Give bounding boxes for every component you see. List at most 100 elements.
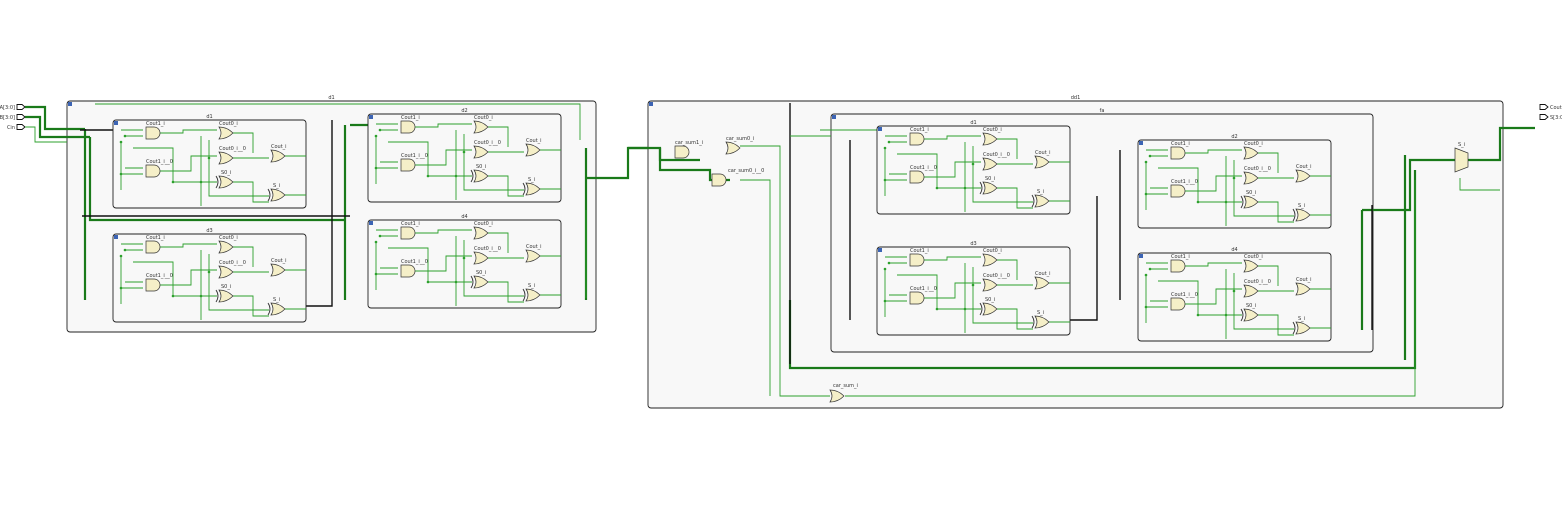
wire (486, 281, 524, 303)
or-gate-icon[interactable] (982, 253, 998, 267)
sub-block-d1-4-gate-label-s0: S0_i (476, 270, 486, 276)
sub-block-d1-1[interactable]: d1Cout1_iCout1_i__0Cout0_iCout0_i__0S0_i… (112, 114, 307, 209)
or-gate-icon[interactable] (1243, 259, 1259, 273)
sub-block-fa-1[interactable]: d1Cout1_iCout1_i__0Cout0_iCout0_i__0S0_i… (876, 120, 1071, 215)
or-gate-icon[interactable] (1034, 155, 1050, 169)
or-gate-icon[interactable] (473, 251, 489, 265)
and-gate-icon[interactable] (1170, 184, 1186, 198)
or-gate-icon[interactable] (218, 240, 234, 254)
or-gate-icon[interactable] (1243, 284, 1259, 298)
sub-block-d1-3-gate-label-cout1: Cout1_i (146, 235, 165, 241)
or-gate-icon[interactable] (218, 126, 234, 140)
xor-gate-icon[interactable] (1295, 208, 1311, 222)
and-gate-icon[interactable] (400, 120, 416, 134)
or-gate-icon[interactable] (525, 143, 541, 157)
xor-gate-icon[interactable] (1243, 308, 1259, 322)
and-gate-icon[interactable] (909, 170, 925, 184)
car-sum-or-gate-icon[interactable] (829, 389, 845, 403)
and-gate-icon[interactable] (145, 278, 161, 292)
or-gate-icon[interactable] (270, 263, 286, 277)
and-gate-icon[interactable] (400, 226, 416, 240)
or-gate-icon[interactable] (473, 226, 489, 240)
or-gate-icon[interactable] (982, 157, 998, 171)
and-gate-icon[interactable] (1170, 259, 1186, 273)
sub-block-fa-2-frame (1137, 139, 1332, 229)
junction-dot (462, 150, 466, 154)
input-port-a[interactable] (16, 104, 26, 110)
xor-gate-icon[interactable] (473, 169, 489, 183)
xor-gate-icon[interactable] (1243, 195, 1259, 209)
sub-block-d1-3[interactable]: d3Cout1_iCout1_i__0Cout0_iCout0_i__0S0_i… (112, 228, 307, 323)
xor-gate-icon[interactable] (1034, 315, 1050, 329)
sub-block-fa-3[interactable]: d3Cout1_iCout1_i__0Cout0_iCout0_i__0S0_i… (876, 241, 1071, 336)
sub-block-fa-3-frame (876, 246, 1071, 336)
wire (159, 243, 217, 248)
and-gate-icon[interactable] (145, 240, 161, 254)
output-mux-icon[interactable] (1454, 147, 1469, 173)
and-gate-icon[interactable] (1170, 146, 1186, 160)
or-gate-icon[interactable] (1243, 171, 1259, 185)
junction-dot (935, 307, 939, 311)
or-gate-icon[interactable] (525, 249, 541, 263)
junction-dot (1144, 273, 1148, 277)
xor-gate-icon[interactable] (270, 188, 286, 202)
xor-gate-icon[interactable] (525, 182, 541, 196)
xor-gate-icon[interactable] (218, 175, 234, 189)
wire (159, 155, 217, 172)
or-gate-icon[interactable] (218, 151, 234, 165)
xor-gate-icon[interactable] (473, 275, 489, 289)
xor-gate-icon[interactable] (982, 302, 998, 316)
xor-gate-icon[interactable] (1295, 321, 1311, 335)
output-port-cout[interactable] (1539, 104, 1549, 110)
or-gate-icon[interactable] (473, 145, 489, 159)
input-port-b[interactable] (16, 114, 26, 120)
or-gate-icon[interactable] (218, 265, 234, 279)
sub-block-fa-2[interactable]: d2Cout1_iCout1_i__0Cout0_iCout0_i__0S0_i… (1137, 134, 1332, 229)
sub-block-d1-4[interactable]: d4Cout1_iCout1_i__0Cout0_iCout0_i__0S0_i… (367, 214, 562, 309)
sub-block-d1-1-gate-label-cout1-0: Cout1_i__0 (146, 159, 173, 165)
and-gate-icon[interactable] (1170, 297, 1186, 311)
or-gate-icon[interactable] (982, 278, 998, 292)
sub-block-d1-1-gate-label-cout: Cout_i (271, 144, 287, 150)
sub-block-d1-3-frame (112, 233, 307, 323)
xor-gate-icon[interactable] (270, 302, 286, 316)
sub-block-fa-4-gate-label-cout: Cout_i (1296, 277, 1312, 283)
and-gate-icon[interactable] (909, 132, 925, 146)
or-gate-icon[interactable] (1243, 146, 1259, 160)
and-gate-icon[interactable] (145, 126, 161, 140)
or-gate-icon[interactable] (1295, 169, 1311, 183)
and-gate-icon[interactable] (145, 164, 161, 178)
junction-dot (1196, 313, 1200, 317)
input-port-cin[interactable] (16, 124, 26, 130)
junction-dot (426, 174, 430, 178)
or-gate-icon[interactable] (982, 132, 998, 146)
and-gate-icon[interactable] (909, 291, 925, 305)
car-sum1-and-gate-icon[interactable] (674, 145, 690, 159)
and-gate-icon[interactable] (909, 253, 925, 267)
output-port-s[interactable] (1539, 114, 1549, 120)
wire (231, 181, 269, 203)
or-gate-icon[interactable] (1034, 276, 1050, 290)
or-gate-icon[interactable] (270, 149, 286, 163)
car-sum0-0-and-gate-icon[interactable] (711, 173, 727, 187)
sub-block-d1-1-gate-label-cout0-0: Cout0_i__0 (219, 146, 246, 152)
junction-dot (887, 261, 891, 265)
or-gate-icon[interactable] (473, 120, 489, 134)
xor-gate-icon[interactable] (525, 288, 541, 302)
sub-block-d1-2[interactable]: d2Cout1_iCout1_i__0Cout0_iCout0_i__0S0_i… (367, 108, 562, 203)
xor-gate-icon[interactable] (218, 289, 234, 303)
and-gate-icon[interactable] (400, 158, 416, 172)
and-gate-icon[interactable] (400, 264, 416, 278)
wire (25, 105, 85, 131)
car-sum0-or-gate-icon[interactable] (725, 141, 741, 155)
sub-block-fa-4-gate-label-cout0: Cout0_i (1244, 254, 1263, 260)
xor-gate-icon[interactable] (1034, 194, 1050, 208)
junction-dot (1148, 267, 1152, 271)
or-gate-icon[interactable] (1295, 282, 1311, 296)
junction-dot (883, 299, 887, 303)
junction-dot (1224, 200, 1228, 204)
sub-block-d1-3-gate-label-s0: S0_i (221, 284, 231, 290)
sub-block-fa-4[interactable]: d4Cout1_iCout1_i__0Cout0_iCout0_i__0S0_i… (1137, 247, 1332, 342)
xor-gate-icon[interactable] (982, 181, 998, 195)
